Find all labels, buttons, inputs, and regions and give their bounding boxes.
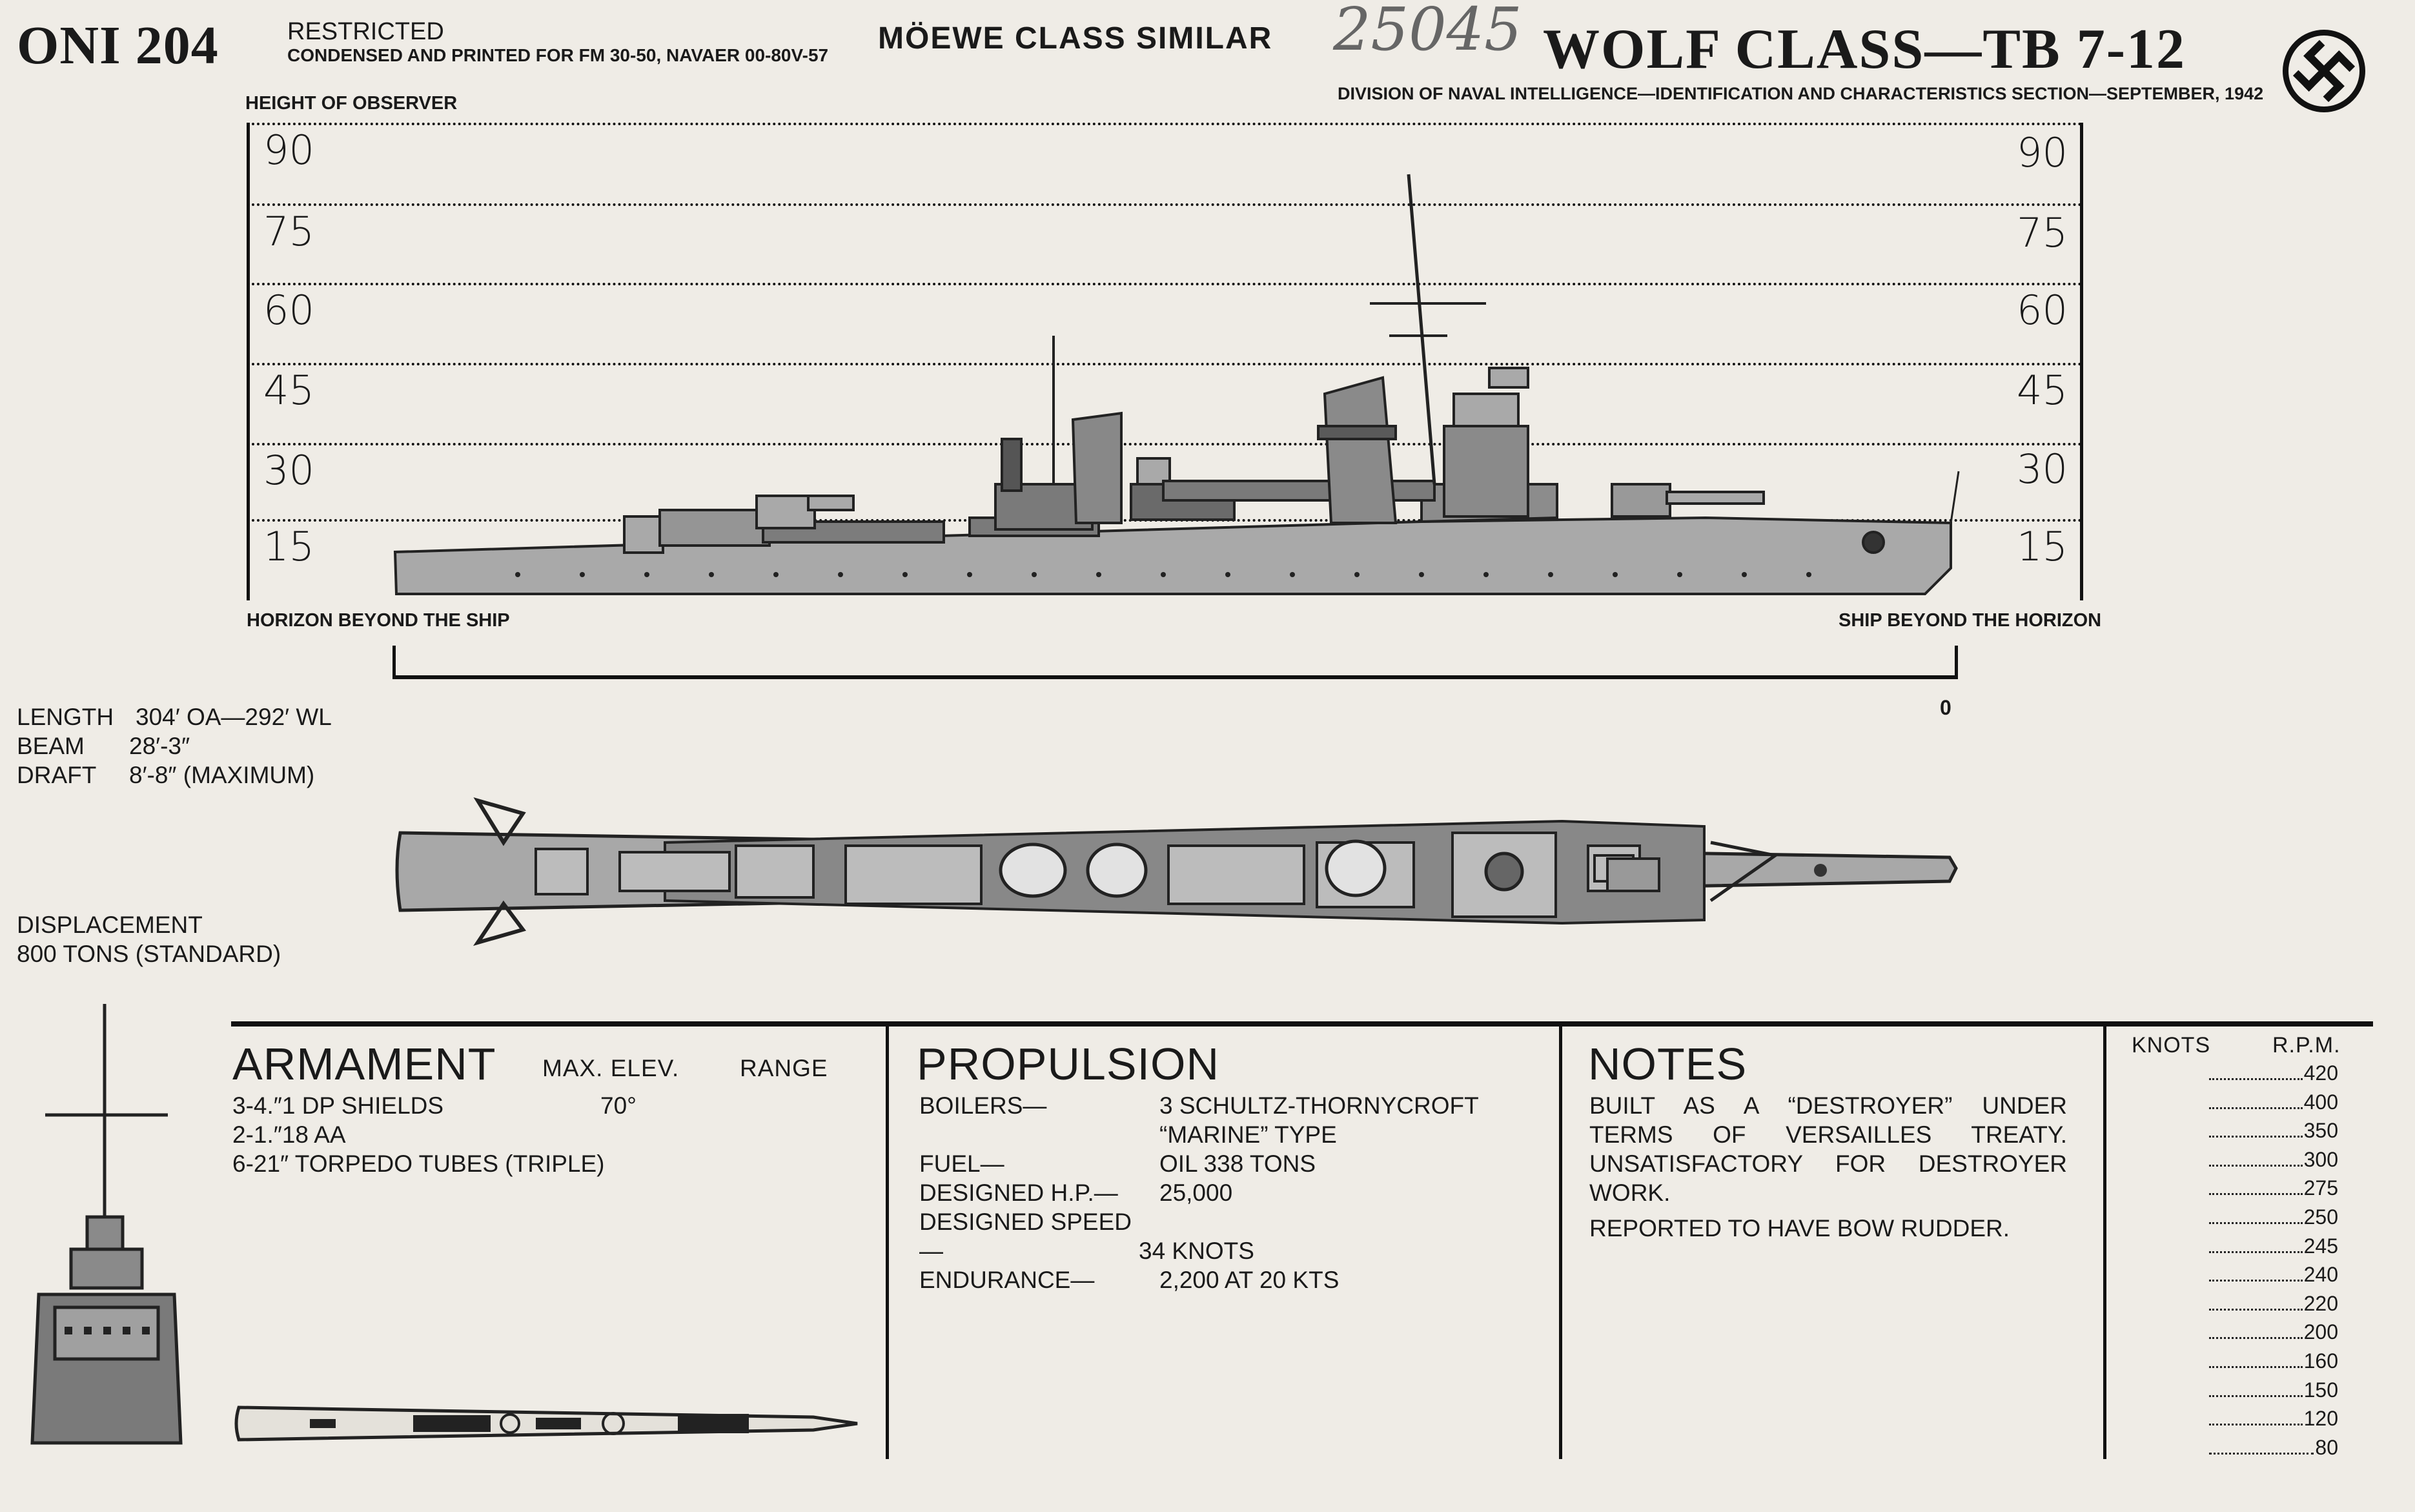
scale-zero-label: 0 — [1940, 696, 1951, 719]
rpm-row: 240 — [2209, 1260, 2338, 1289]
rpm-header: R.P.M. — [2272, 1033, 2341, 1057]
length-label: LENGTH — [17, 704, 114, 730]
chart-right-axis — [2080, 123, 2083, 600]
beam-value: 28′-3″ — [129, 733, 190, 759]
handwritten-number: 25045 — [1333, 0, 1522, 64]
rpm-row: 350 — [2209, 1116, 2338, 1145]
notes-line: WORK. — [1589, 1180, 1671, 1206]
gridline-75 — [247, 203, 2083, 206]
notes-body: BUILT AS A “DESTROYER” UNDER TERMS OF VE… — [1589, 1091, 2067, 1178]
height-of-observer-label: HEIGHT OF OBSERVER — [245, 93, 458, 114]
horizon-beyond-ship-label: HORIZON BEYOND THE SHIP — [247, 610, 510, 631]
length-value: 304′ OA—292′ WL — [136, 704, 332, 730]
dimensions-block: LENGTH 304′ OA—292′ WL BEAM 28′-3″ DRAFT 8′… — [17, 702, 332, 790]
propulsion-row: DESIGNED SPEED—34 KNOTS — [919, 1209, 1254, 1264]
chart-top-line — [247, 123, 2083, 125]
rpm-list: 420 400 350 300 275 250 245 240 220 200 … — [2209, 1059, 2345, 1463]
rpm-row: 400 — [2209, 1088, 2338, 1117]
armament-title: ARMAMENT — [232, 1039, 496, 1089]
national-emblem-icon — [2283, 30, 2365, 112]
notes-line: UNSATISFACTORY FOR DESTROYER — [1589, 1150, 2067, 1177]
propulsion-title: PROPULSION — [917, 1039, 1219, 1089]
ship-beyond-horizon-label: SHIP BEYOND THE HORIZON — [1839, 610, 2102, 631]
armament-row: 6-21″ TORPEDO TUBES (TRIPLE) — [232, 1150, 605, 1177]
draft-value: 8′-8″ (MAXIMUM) — [129, 762, 315, 788]
tick-right-90: 90 — [2017, 129, 2068, 176]
rpm-row: 275 — [2209, 1174, 2338, 1203]
rpm-row: 160 — [2209, 1347, 2338, 1376]
propulsion-row: FUEL—OIL 338 TONS — [919, 1150, 1316, 1177]
rpm-row: 420 — [2209, 1059, 2338, 1088]
page-title: WOLF CLASS—TB 7-12 — [1543, 18, 2186, 81]
draft-label: DRAFT — [17, 762, 97, 788]
ship-side-profile — [393, 174, 1960, 595]
condensed-note: CONDENSED AND PRINTED FOR FM 30-50, NAVA… — [287, 45, 829, 65]
tick-right-45: 45 — [2017, 367, 2068, 414]
notes-line: TERMS OF VERSAILLES TREATY. — [1589, 1121, 2067, 1148]
ship-plan-view — [395, 797, 1958, 946]
propulsion-row: BOILERS—3 SCHULTZ-THORNYCROFT — [919, 1092, 1479, 1119]
propulsion-row: ENDURANCE—2,200 AT 20 KTS — [919, 1267, 1340, 1293]
tick-right-30: 30 — [2017, 445, 2068, 493]
rpm-row: 200 — [2209, 1318, 2338, 1347]
divider-notes-speed — [2103, 1027, 2106, 1459]
rpm-row: 220 — [2209, 1289, 2338, 1318]
displacement-block: DISPLACEMENT 800 TONS (STANDARD) — [17, 910, 281, 968]
section-rule — [231, 1021, 2373, 1027]
tick-left-45: 45 — [263, 367, 314, 414]
tick-left-90: 90 — [263, 127, 314, 174]
ship-small-plan-view — [234, 1405, 858, 1442]
notes-line: BUILT AS A “DESTROYER” UNDER — [1589, 1092, 2067, 1119]
propulsion-row: “MARINE” TYPE — [1159, 1121, 1337, 1148]
range-header: RANGE — [740, 1055, 828, 1081]
rpm-row: 80 — [2209, 1433, 2338, 1462]
tick-left-30: 30 — [263, 447, 314, 494]
divider-propulsion-notes — [1559, 1027, 1562, 1459]
document-code: ONI 204 — [17, 15, 219, 76]
tick-right-15: 15 — [2017, 523, 2068, 570]
rpm-row: 300 — [2209, 1145, 2338, 1174]
tick-right-60: 60 — [2017, 287, 2068, 334]
tick-right-75: 75 — [2017, 209, 2068, 256]
knots-header: KNOTS — [2132, 1033, 2211, 1057]
chart-left-axis — [247, 123, 250, 600]
rpm-row: 120 — [2209, 1404, 2338, 1433]
restricted-label: RESTRICTED — [287, 18, 444, 45]
tick-left-75: 75 — [263, 208, 314, 255]
notes-extra: REPORTED TO HAVE BOW RUDDER. — [1589, 1215, 2010, 1241]
notes-title: NOTES — [1588, 1039, 1748, 1089]
gridline-30 — [247, 443, 2083, 445]
propulsion-list: BOILERS—3 SCHULTZ-THORNYCROFT “MARINE” T… — [919, 1091, 1479, 1294]
gridline-60 — [247, 283, 2083, 285]
ship-front-view — [30, 1004, 183, 1445]
tick-left-15: 15 — [263, 523, 314, 570]
divider-armament-propulsion — [886, 1027, 889, 1459]
max-elev-header: MAX. ELEV. — [542, 1055, 680, 1081]
tick-left-60: 60 — [263, 287, 314, 334]
propulsion-row: DESIGNED H.P.—25,000 — [919, 1180, 1233, 1206]
displacement-value: 800 TONS (STANDARD) — [17, 941, 281, 967]
rpm-row: 245 — [2209, 1232, 2338, 1261]
armament-row: 2-1.″18 AA — [232, 1121, 346, 1148]
division-line: DIVISION OF NAVAL INTELLIGENCE—IDENTIFIC… — [1338, 84, 2264, 103]
gridline-45 — [247, 363, 2083, 365]
beam-label: BEAM — [17, 733, 85, 759]
height-chart: 90 75 60 45 30 15 90 75 60 45 30 15 — [247, 123, 2083, 600]
displacement-label: DISPLACEMENT — [17, 912, 203, 938]
length-scale-bar — [392, 646, 1958, 679]
rpm-row: 150 — [2209, 1376, 2338, 1405]
rpm-row: 250 — [2209, 1203, 2338, 1232]
similar-class-label: MÖEWE CLASS SIMILAR — [878, 21, 1273, 56]
